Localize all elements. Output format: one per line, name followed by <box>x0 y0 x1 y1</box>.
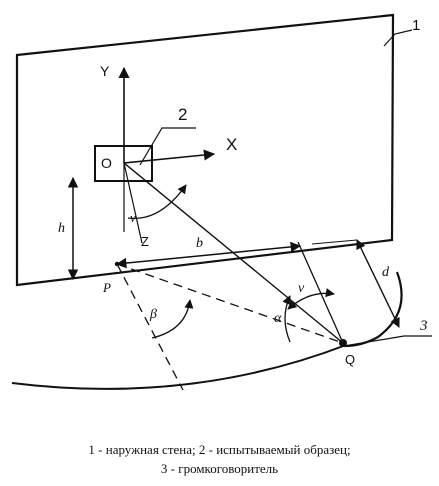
height-label: h <box>58 221 65 236</box>
angle-alpha-label: α <box>274 311 282 326</box>
distance-d-extension <box>311 239 358 245</box>
distance-d-label: d <box>382 265 390 280</box>
base-distance-label: b <box>196 236 203 251</box>
angle-nu-left-arc <box>127 184 187 220</box>
ground-arc <box>11 344 347 390</box>
wall-leader-line <box>383 29 413 47</box>
sample-number-label: 2 <box>178 105 187 124</box>
origin-label: O <box>101 155 112 171</box>
speaker-number-label: 3 <box>419 318 428 334</box>
angle-nu-right-label: ν <box>298 281 305 296</box>
dashed-line-p-to-q <box>116 263 344 344</box>
dashed-projection-line <box>116 263 184 391</box>
measurement-diagram: 1 2 O X Y Z ν h b ν α d 3 Q P β <box>11 13 432 391</box>
figure-caption: 1 - наружная стена; 2 - испытываемый обр… <box>0 440 439 478</box>
x-axis <box>123 149 216 164</box>
distance-d-dimension <box>356 239 400 328</box>
x-axis-label: X <box>226 135 237 154</box>
angle-beta-arc <box>151 299 194 339</box>
caption-line-2: 3 - громкоговоритель <box>160 461 279 476</box>
angle-nu-right-arc <box>287 288 335 310</box>
wall-number-label: 1 <box>412 17 420 34</box>
angle-beta-label: β <box>149 307 157 322</box>
point-p-label: P <box>102 280 111 295</box>
point-q-label: Q <box>345 352 355 367</box>
angle-alpha-arc <box>282 295 291 343</box>
caption-line-1: 1 - наружная стена; 2 - испытываемый обр… <box>88 442 351 457</box>
perpendicular-to-speaker <box>297 241 344 344</box>
speaker-directivity-arc <box>343 271 403 348</box>
angle-nu-left-label: ν <box>130 210 136 225</box>
sample-leader-line <box>139 127 196 166</box>
base-distance-line <box>115 241 302 269</box>
y-axis-label: Y <box>100 63 110 79</box>
speaker-leader-line <box>343 335 432 347</box>
z-axis-label: Z <box>141 234 149 249</box>
z-line <box>123 162 143 244</box>
